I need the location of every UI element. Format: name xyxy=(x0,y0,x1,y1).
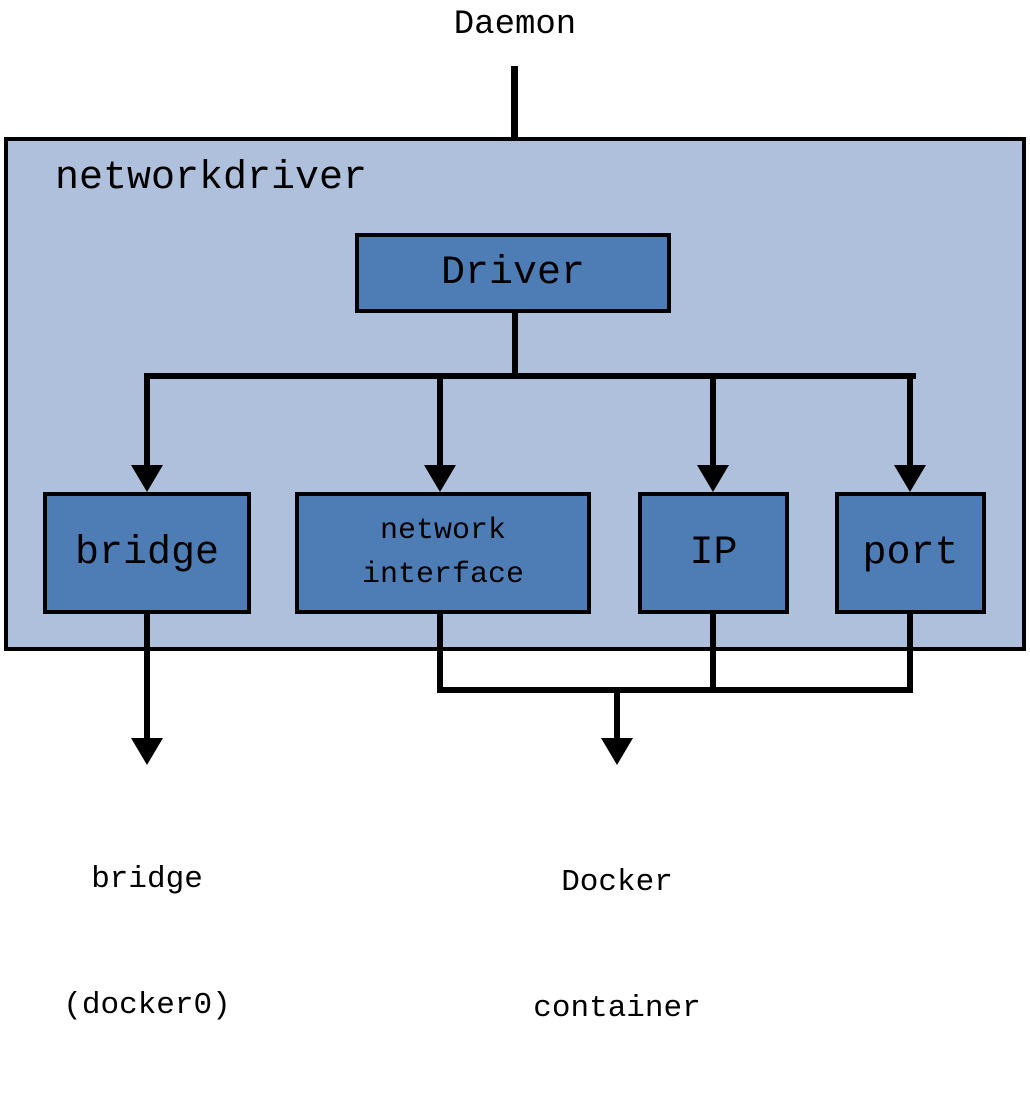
diagram-canvas: Daemon networkdriver Driver bridge netwo… xyxy=(4,6,1026,1026)
branch-line xyxy=(144,373,916,379)
bridge-output-label: bridge (docker0) xyxy=(27,775,267,1111)
docker-output-label-line2: container xyxy=(533,991,701,1026)
docker-output-stem xyxy=(614,690,620,740)
bridge-output-arrowhead-icon xyxy=(131,738,163,765)
networkdriver-label: networkdriver xyxy=(55,156,368,201)
docker-output-arrowhead-icon xyxy=(601,738,633,765)
branch-stem-port xyxy=(907,373,913,468)
branch-stem-ip xyxy=(710,373,716,468)
branch-stem-bridge xyxy=(144,373,150,468)
network-interface-output-stem xyxy=(437,612,443,693)
daemon-label: Daemon xyxy=(453,6,577,44)
ip-node: IP xyxy=(638,492,789,614)
network-interface-label-line2: interface xyxy=(361,558,525,592)
bridge-output-label-line1: bridge xyxy=(91,862,203,897)
bridge-node: bridge xyxy=(43,492,251,614)
driver-branch-stem xyxy=(512,311,518,378)
merge-line xyxy=(437,687,913,693)
network-interface-label-line1: network xyxy=(379,514,507,548)
port-output-stem xyxy=(907,612,913,693)
port-label: port xyxy=(862,530,959,576)
ip-label: IP xyxy=(689,530,738,576)
bridge-label: bridge xyxy=(74,530,220,576)
driver-node: Driver xyxy=(355,233,671,313)
daemon-arrow-stem xyxy=(511,66,518,206)
bridge-output-stem xyxy=(144,612,150,740)
driver-label: Driver xyxy=(440,250,586,296)
ip-arrowhead-icon xyxy=(697,465,729,492)
bridge-output-label-line2: (docker0) xyxy=(63,988,231,1023)
docker-output-label: Docker container xyxy=(497,778,737,1114)
bridge-arrowhead-icon xyxy=(131,465,163,492)
branch-stem-network-interface xyxy=(437,373,443,468)
network-interface-arrowhead-icon xyxy=(424,465,456,492)
port-node: port xyxy=(835,492,986,614)
ip-output-stem xyxy=(710,612,716,693)
network-interface-node: network interface xyxy=(295,492,591,614)
docker-output-label-line1: Docker xyxy=(561,865,673,900)
port-arrowhead-icon xyxy=(894,465,926,492)
